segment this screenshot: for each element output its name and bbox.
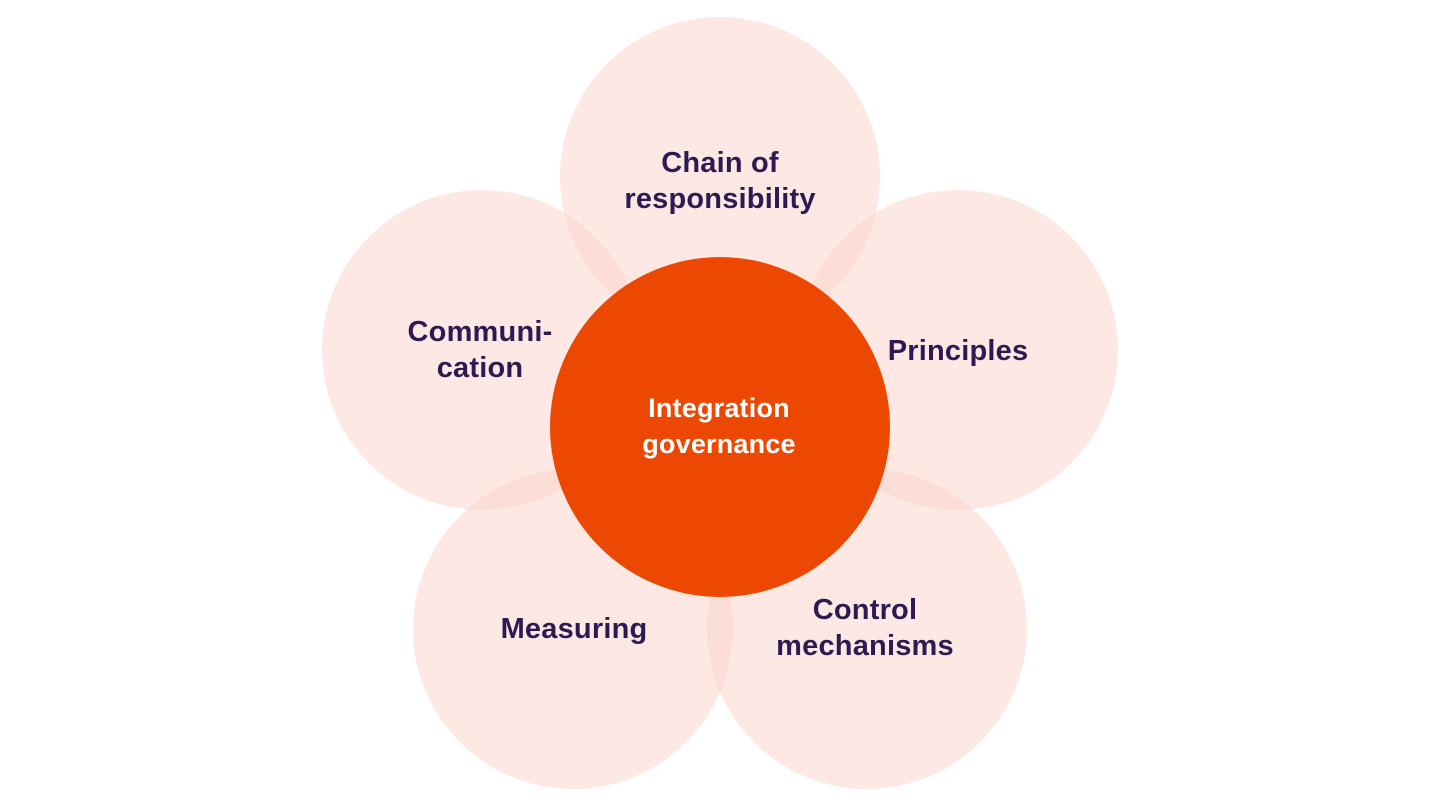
petal-label-measuring: Measuring — [500, 613, 648, 645]
petal-label-chain-of-responsibility: Chain of responsibility — [624, 147, 816, 215]
petal-label-control-mechanisms: Control mechanisms — [776, 594, 954, 662]
center-label: Integration governance — [642, 393, 796, 459]
petal-label-principles: Principles — [887, 335, 1029, 367]
petal-label-communication: Communi- cation — [407, 316, 553, 384]
center-circle — [550, 257, 890, 597]
